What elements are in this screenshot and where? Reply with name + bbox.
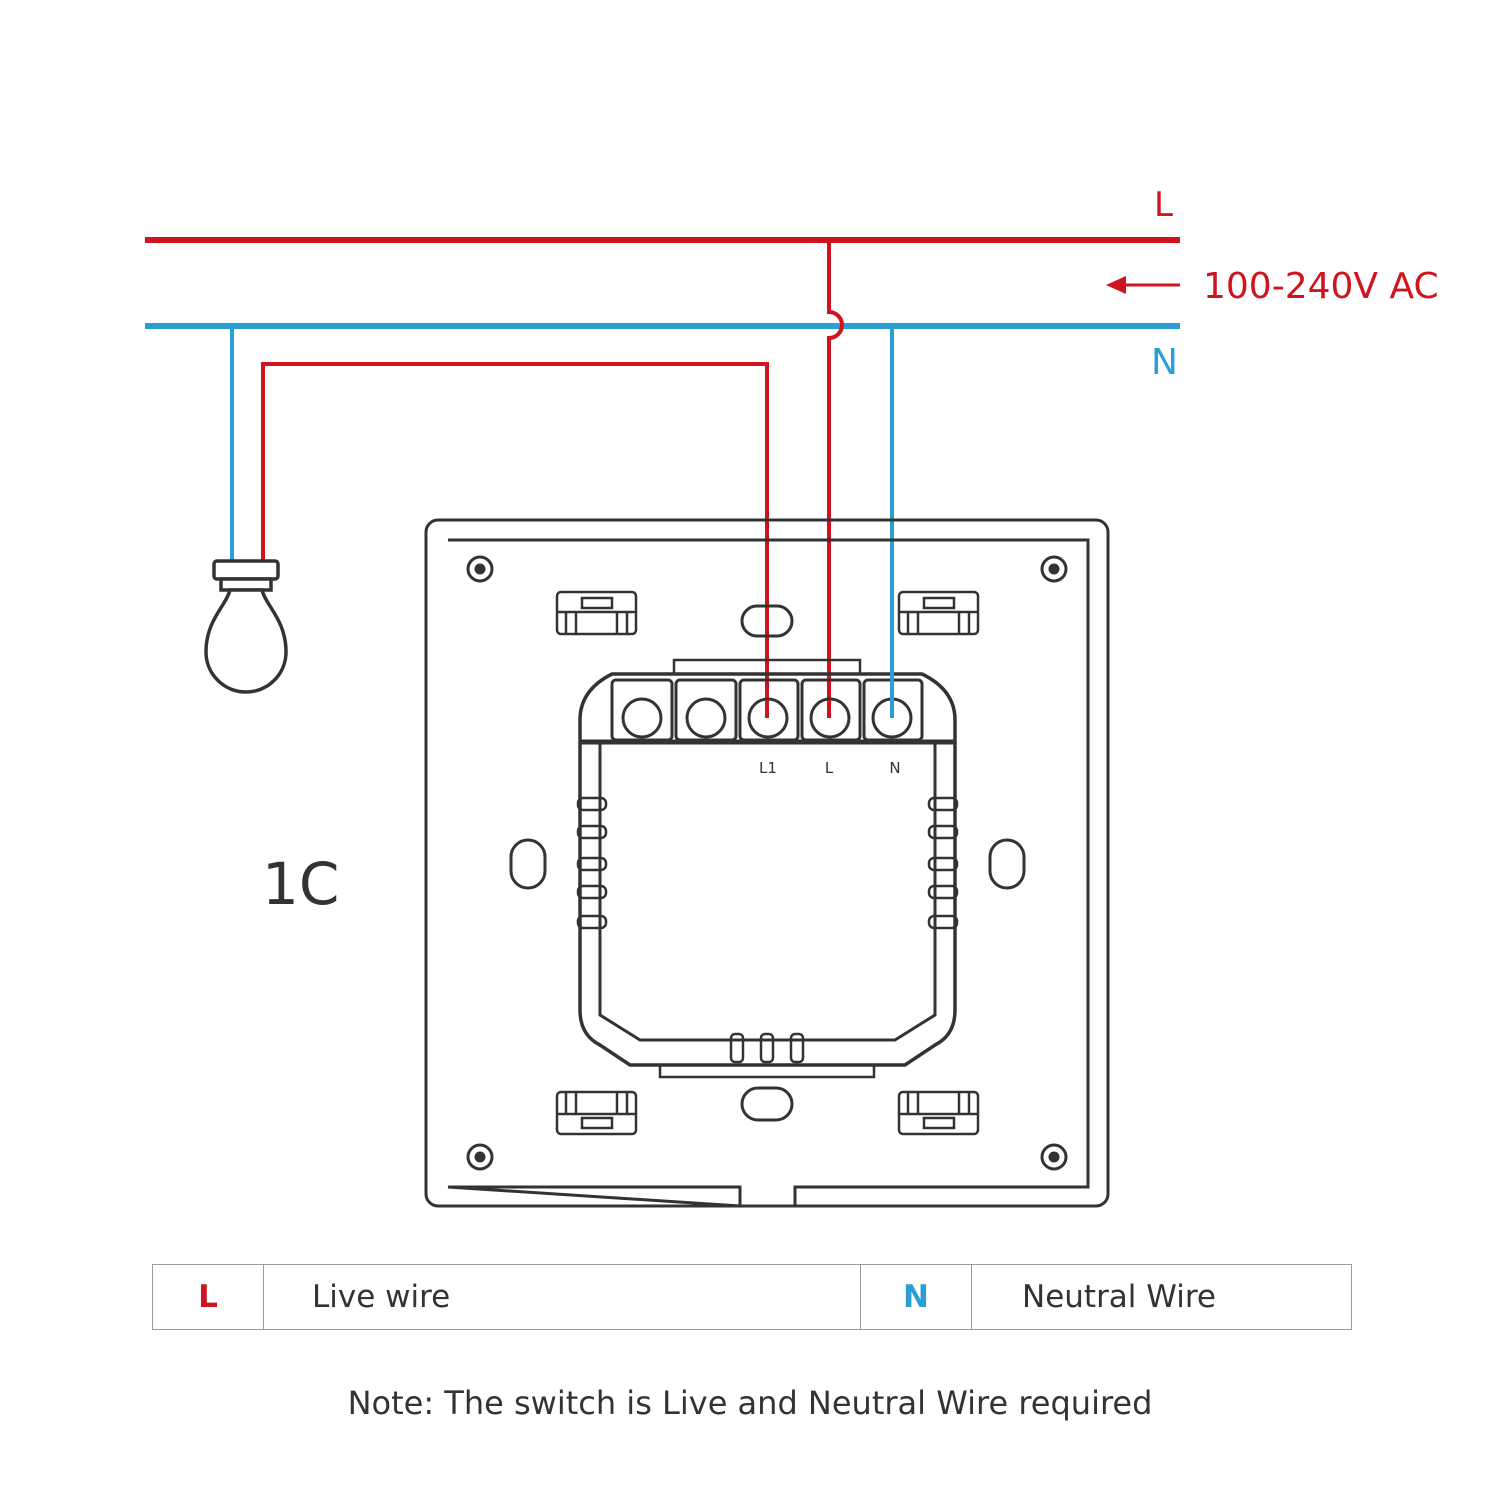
light-bulb-icon bbox=[204, 559, 288, 694]
terminal-label-n: N bbox=[889, 759, 900, 777]
legend-neutral-desc: Neutral Wire bbox=[1022, 1279, 1216, 1315]
terminal-screw-icon bbox=[621, 697, 663, 739]
legend-live-desc: Live wire bbox=[264, 1265, 861, 1329]
supply-arrow-icon bbox=[1106, 276, 1180, 294]
neutral-line-label: N bbox=[1151, 342, 1178, 383]
terminal-label-l: L bbox=[825, 759, 834, 777]
terminal-screw-icon bbox=[685, 697, 727, 739]
live-line-label: L bbox=[1154, 185, 1173, 225]
terminal-screw-icon bbox=[747, 697, 789, 739]
wire-legend: L Live wire N Neutral Wire bbox=[152, 1264, 1352, 1330]
live-feed-wire bbox=[827, 240, 844, 718]
clip-icon bbox=[555, 590, 980, 1136]
gang-label: 1C bbox=[262, 850, 339, 918]
supply-voltage-label: 100-240V AC bbox=[1203, 266, 1439, 307]
legend-neutral-key: N bbox=[861, 1265, 972, 1329]
terminal-screw-icon bbox=[809, 697, 851, 739]
legend-live-key: L bbox=[153, 1265, 264, 1329]
wiring-note: Note: The switch is Live and Neutral Wir… bbox=[347, 1384, 1153, 1422]
terminal-label-l1: L1 bbox=[759, 759, 777, 777]
screw-icon bbox=[466, 555, 1068, 1171]
switch-back-plate bbox=[424, 518, 1110, 1208]
